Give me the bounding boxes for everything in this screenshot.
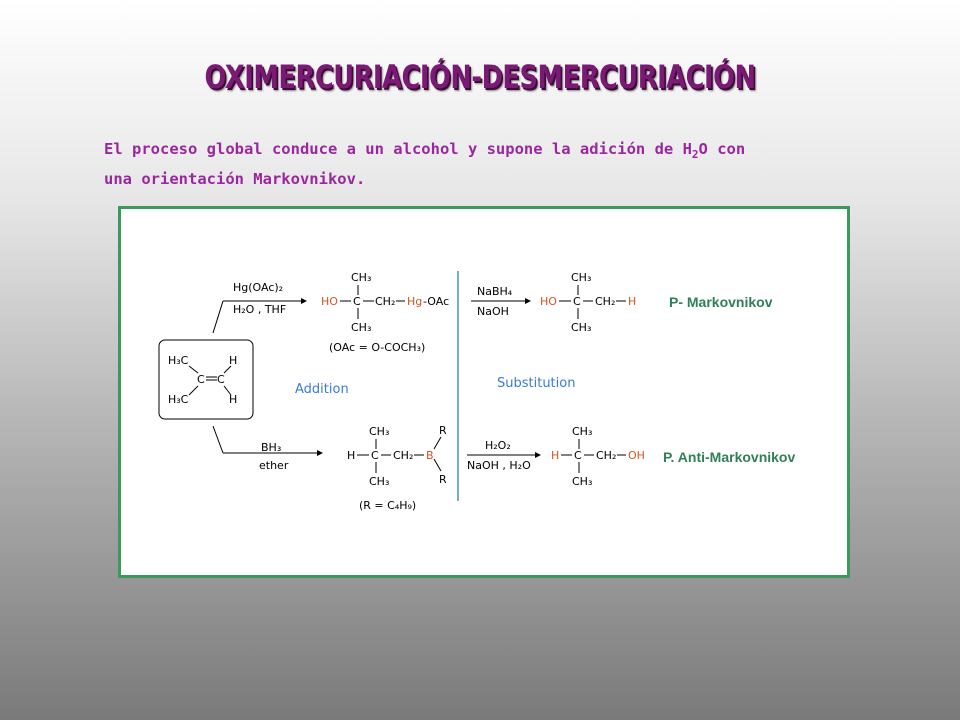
bottom-int-ch3-top: CH₃ — [369, 425, 389, 438]
top-int-ch3-bottom: CH₃ — [351, 321, 371, 334]
top-int-hg: Hg — [407, 295, 422, 308]
top-step1: Hg(OAc)₂ H₂O , THF — [223, 281, 307, 316]
bond-ll — [188, 385, 199, 396]
reactant-h3c-bottom: H₃C — [168, 393, 189, 406]
bottom-reagent-naoh-h2o: NaOH , H₂O — [467, 459, 531, 472]
reactant-alkene: H₃C H₃C H H C C — [158, 339, 254, 420]
bottom-reagent-h2o2: H₂O₂ — [485, 439, 511, 452]
reaction-diagram: H₃C H₃C H H C C Hg(OAc)₂ H₂O , THF CH₃ H… — [158, 271, 795, 512]
top-reagent-nabh4: NaBH₄ — [477, 285, 513, 298]
intro-line2: una orientación Markovnikov. — [104, 170, 366, 189]
bottom-prod-ch2: CH₂ — [596, 449, 616, 462]
top-prod-ch3-top: CH₃ — [571, 271, 591, 284]
bottom-prod-c: C — [574, 449, 582, 462]
anti-markovnikov-label: P. Anti-Markovnikov — [663, 449, 795, 465]
top-footnote: (OAc = O-COCH₃) — [329, 341, 425, 354]
bottom-prod-ch3-top: CH₃ — [572, 425, 592, 438]
reactant-h3c-top: H₃C — [168, 354, 189, 367]
bottom-prod-h: H — [551, 449, 559, 462]
top-reagent-hgoac: Hg(OAc)₂ — [233, 281, 283, 294]
top-int-oac: -OAc — [423, 295, 449, 308]
intro-subscript: 2 — [691, 148, 699, 162]
connector-down — [212, 425, 224, 454]
addition-label: Addition — [295, 382, 349, 397]
top-step2: NaBH₄ NaOH — [471, 285, 531, 318]
bottom-footnote: (R = C₄H₉) — [359, 499, 416, 512]
bottom-int-c: C — [371, 449, 379, 462]
reactant-c-right: C — [217, 373, 225, 386]
top-int-ho: HO — [321, 295, 338, 308]
bottom-product: CH₃ H C CH₂ OH CH₃ — [551, 425, 645, 488]
bond — [433, 458, 442, 472]
top-reagent-h2o-thf: H₂O , THF — [233, 303, 286, 316]
bottom-int-ch2: CH₂ — [393, 449, 413, 462]
reactant-c-left: C — [197, 373, 205, 386]
bottom-prod-oh: OH — [628, 449, 645, 462]
bottom-reagent-ether: ether — [259, 459, 289, 472]
top-intermediate: CH₃ HO C CH₂ Hg -OAc CH₃ (OAc = O-COCH₃) — [321, 271, 449, 354]
top-prod-ch3-bottom: CH₃ — [571, 321, 591, 334]
top-prod-ch2: CH₂ — [595, 295, 615, 308]
intro-line1-start: El proceso global conduce a un alcohol y… — [104, 140, 692, 158]
bond-ur — [223, 365, 232, 374]
top-arrow1-head — [301, 298, 307, 304]
top-int-c: C — [353, 295, 361, 308]
page-title: OXIMERCURIACIÓN-DESMERCURIACIÓN — [204, 58, 756, 96]
markovnikov-label: P- Markovnikov — [669, 294, 773, 310]
bond-lr — [223, 385, 232, 396]
top-prod-c: C — [573, 295, 581, 308]
bottom-intermediate: CH₃ H C CH₂ B R R CH₃ (R = C₄H₉) — [347, 424, 447, 512]
connector-up — [212, 300, 224, 334]
top-arrow2-head — [525, 298, 531, 304]
top-product: CH₃ HO C CH₂ H CH₃ — [540, 271, 636, 334]
reactant-h-bottom: H — [229, 393, 237, 406]
bond — [433, 436, 442, 450]
top-int-ch2: CH₂ — [375, 295, 395, 308]
bottom-reagent-bh3: BH₃ — [261, 441, 281, 454]
bond-ul — [188, 365, 199, 374]
bottom-arrow1-head — [317, 450, 323, 456]
reactant-h-top: H — [229, 354, 237, 367]
bottom-int-r-bottom: R — [439, 473, 447, 486]
bottom-int-ch3-bottom: CH₃ — [369, 475, 389, 488]
bottom-int-r-top: R — [439, 424, 447, 437]
bottom-step2: H₂O₂ NaOH , H₂O — [467, 439, 541, 472]
bottom-arrow2-head — [535, 452, 541, 458]
intro-line1-end: O con — [698, 140, 746, 158]
top-prod-h: H — [628, 295, 636, 308]
top-prod-ho: HO — [540, 295, 557, 308]
top-int-ch3-top: CH₃ — [351, 271, 371, 284]
bottom-int-h: H — [347, 449, 355, 462]
bottom-int-b: B — [426, 449, 434, 462]
substitution-label: Substitution — [497, 376, 575, 391]
reactant-box — [158, 339, 254, 420]
reaction-diagram-panel: H₃C H₃C H H C C Hg(OAc)₂ H₂O , THF CH₃ H… — [118, 206, 850, 578]
top-reagent-naoh: NaOH — [477, 305, 509, 318]
intro-text: El proceso global conduce a un alcohol y… — [104, 137, 840, 192]
bottom-step1: BH₃ ether — [223, 441, 323, 472]
bottom-prod-ch3-bottom: CH₃ — [572, 475, 592, 488]
